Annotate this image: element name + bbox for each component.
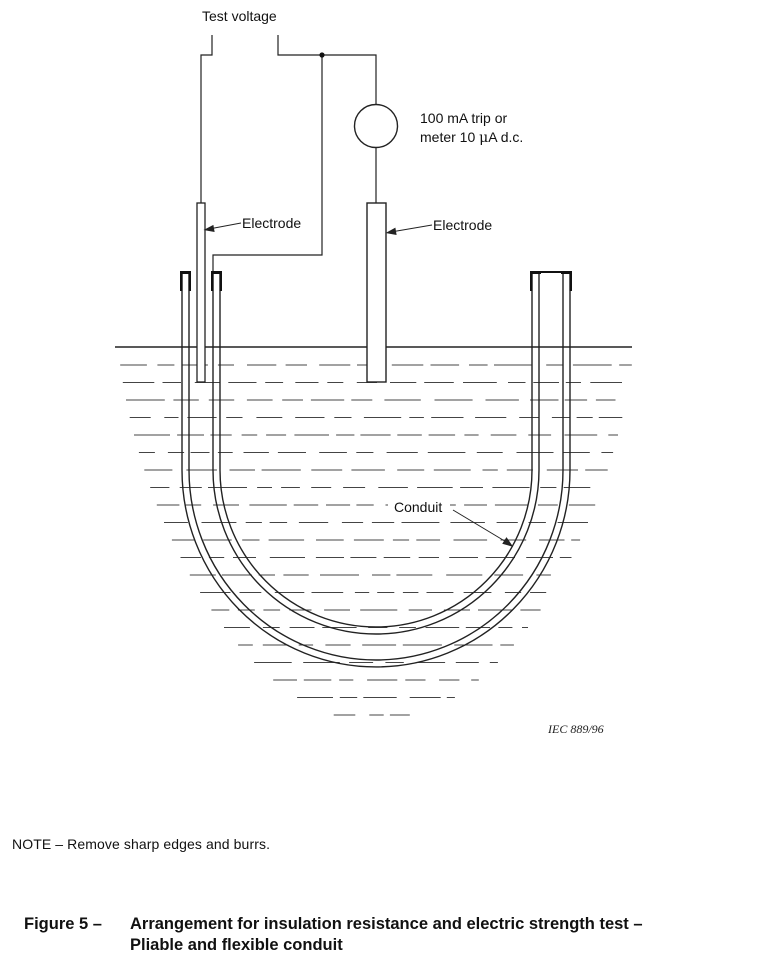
iec-reference: IEC 889/96 [547,722,604,736]
note-text: NOTE – Remove sharp edges and burrs. [12,836,271,852]
left-electrode-leader [208,222,242,230]
right-supply-wire [277,35,377,104]
figure-title-line1: Arrangement for insulation resistance an… [130,915,643,933]
conduit-end-caps [180,271,572,291]
left-outer-cap-side-l [180,271,183,291]
left-electrode-arrowhead [203,224,215,233]
meter-label-line2: meter 10 μA d.c. [420,129,523,146]
figure-title: Arrangement for insulation resistance an… [130,914,768,956]
figure-number: Figure 5 – [24,915,102,933]
conduit-inner-wall-outer-line [212,274,540,635]
right-electrode-arrowhead [385,227,397,236]
left-inner-cap-side-r [219,271,222,291]
conduit [181,274,571,668]
conduit-inner-wall-inner-line [219,274,533,628]
left-inner-cap-side-l [211,271,214,291]
right-inner-cap-side-l [530,271,533,291]
conduit-outer-wall-inner-line [188,274,564,661]
meter-label-line1: 100 mA trip or [420,110,507,126]
left-electrode [196,202,206,383]
test-arrangement-diagram: Test voltage 100 mA trip or meter 10 μA … [115,8,632,736]
right-outer-cap-side-r [569,271,572,291]
test-voltage-label: Test voltage [202,8,277,24]
junction-wire [212,55,323,272]
meter-symbol [353,103,399,149]
right-electrode-leader [390,224,433,233]
conduit-outer-wall-outer-line [181,274,571,668]
meter-label-suffix: A d.c. [488,129,523,145]
left-outer-cap [180,271,191,274]
conduit-arrowhead [502,537,514,547]
meter-label-mu: μ [479,130,488,146]
left-inner-cap [211,271,222,274]
left-outer-cap-side-r [188,271,191,291]
water-dashes [120,364,632,716]
left-electrode-label: Electrode [242,215,301,231]
conduit-label-background [388,496,450,516]
conduit-label: Conduit [394,499,442,515]
leader-lines [203,222,514,547]
right-cap-bridge [530,271,572,273]
right-electrode [366,202,387,383]
wire-junction-dot [319,52,325,58]
figure-title-line2: Pliable and flexible conduit [130,936,343,954]
conduit-leader [452,509,509,544]
wiring [200,35,377,272]
left-supply-wire [200,35,213,203]
meter-label-prefix: meter 10 [420,129,479,145]
right-electrode-label: Electrode [433,217,492,233]
